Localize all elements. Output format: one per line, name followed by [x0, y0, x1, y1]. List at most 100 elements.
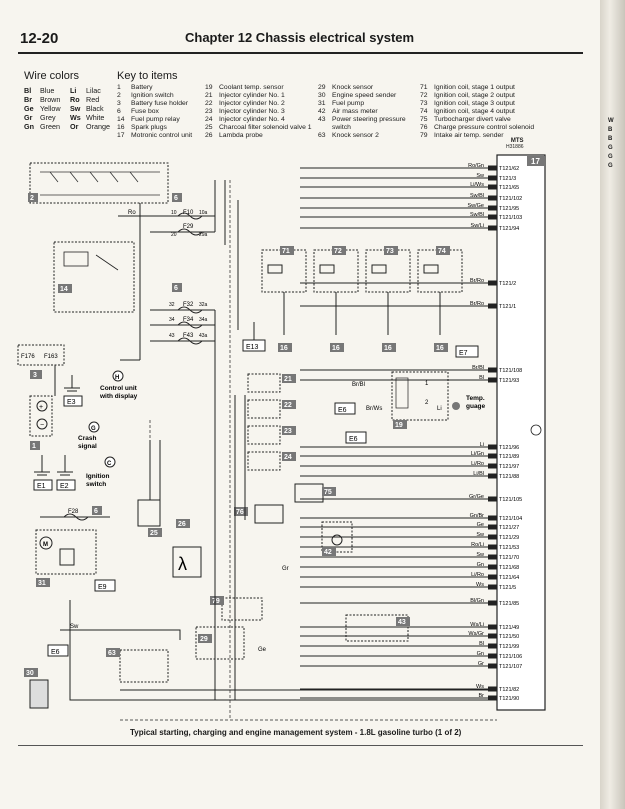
- airmass-label: 42: [324, 549, 332, 556]
- connector-pin-label: T121/105: [499, 497, 522, 503]
- connector-pin-label: T121/94: [499, 226, 519, 232]
- connector-pin-icon: [488, 367, 497, 373]
- speed-label: 30: [26, 670, 34, 677]
- wire-color-label: Gr/Ge: [469, 494, 484, 500]
- book-spine: [600, 0, 625, 809]
- spark-plug-icon: [434, 343, 448, 352]
- connector-pin-label: T121/96: [499, 445, 519, 451]
- connector-pin-label: T121/102: [499, 196, 522, 202]
- knock-sensor-2-box: [119, 649, 169, 683]
- connector-pin-label: T121/62: [499, 166, 519, 172]
- wire-color-label: Br/Bl: [472, 365, 484, 371]
- key-item-text: Fuel pump: [332, 100, 365, 107]
- ground-e6c-label: E6: [51, 649, 60, 656]
- wire-color-code: Li: [70, 86, 77, 95]
- fusebox2-label: 6: [174, 285, 178, 292]
- key-item-number: 17: [117, 132, 125, 139]
- fuse-f10-group: F10 10 10a Ro: [118, 210, 215, 220]
- fuse-f43-term-b: 43a: [199, 333, 208, 339]
- fusebox-label: 6: [174, 195, 178, 202]
- key-item-text: Coolant temp. sensor: [219, 84, 284, 91]
- fuse-f32-term-b: 32a: [199, 302, 208, 308]
- connector-pin-label: T121/88: [499, 474, 519, 480]
- key-item-text: Turbocharger divert valve: [434, 116, 511, 123]
- fusebox-label-bg: [172, 193, 182, 202]
- connector-pin-icon: [488, 214, 497, 220]
- diagram-caption: Typical starting, charging and engine ma…: [130, 728, 462, 737]
- fuse-f10-label: F10: [183, 210, 194, 216]
- key-item-number: 29: [318, 84, 326, 91]
- mts-line2: H31886: [506, 144, 524, 150]
- letter-g: G: [91, 426, 96, 432]
- connector-pin-label: T121/64: [499, 575, 519, 581]
- speed-label-bg: [24, 668, 38, 677]
- bottom-rule: [18, 745, 583, 746]
- key-item-number: 25: [205, 124, 213, 131]
- key-title: Key to items: [117, 70, 178, 82]
- sw-wire-label: Sw: [70, 624, 79, 630]
- connector-pin-icon: [488, 377, 497, 383]
- injector-label: 24: [284, 454, 292, 461]
- injector-label: 21: [284, 376, 292, 383]
- connector-pin-icon: [488, 643, 497, 649]
- battery-label-bg: [30, 441, 40, 450]
- key-item-number: 1: [117, 84, 121, 91]
- wire-color-label: Sw: [476, 532, 484, 538]
- connector-pin-icon: [488, 496, 497, 502]
- wire-color-code: Sw: [70, 104, 81, 113]
- divert-label: 75: [324, 489, 332, 496]
- ground-e6-box: [455, 345, 479, 358]
- key-item-number: 73: [420, 100, 428, 107]
- ground-e6-label: E7: [459, 350, 468, 357]
- wire-color-label: Gr: [478, 661, 484, 667]
- wire-color-label: Sw/Bl: [470, 193, 484, 199]
- header-rule: [18, 52, 583, 54]
- ecu-label-bg: [527, 156, 545, 166]
- ground-e13-label: E13: [246, 344, 259, 351]
- brbl-label: Br/Bl: [352, 382, 365, 388]
- spine-letter: G: [608, 145, 613, 151]
- knock2-label: 63: [108, 650, 116, 657]
- spine-letter: W: [608, 118, 614, 124]
- coil-label: 72: [334, 248, 342, 255]
- ground-e1-icon: [33, 455, 53, 491]
- injector-icon: [247, 451, 281, 471]
- connector-pin-icon: [488, 534, 497, 540]
- spine-letter: B: [608, 127, 613, 133]
- key-item-text: Injector cylinder No. 1: [219, 92, 285, 99]
- lambda-label: 26: [178, 521, 186, 528]
- key-item-number: 6: [117, 108, 121, 115]
- wire-color-code: Or: [70, 122, 79, 131]
- connector-pin-icon: [488, 444, 497, 450]
- fuse-f34-term-a: 34: [169, 317, 175, 323]
- connector-pin-icon: [488, 463, 497, 469]
- connector-pin-label: T121/97: [499, 464, 519, 470]
- injector-icon: [247, 373, 281, 393]
- battery-label: 1: [32, 443, 36, 450]
- relay-coil-icon: [63, 251, 89, 267]
- key-item-number: 43: [318, 116, 326, 123]
- charge-label-bg: [234, 507, 248, 516]
- key-item-number: 42: [318, 108, 326, 115]
- connector-pin-label: T121/104: [499, 516, 522, 522]
- wire-color-label: Gn: [477, 651, 484, 657]
- lambda-label-bg: [176, 519, 190, 528]
- injector-icon: [247, 425, 281, 445]
- key-item-text: Spark plugs: [131, 124, 167, 131]
- main-wire-harness: [54, 180, 497, 701]
- ground-e9-box: [94, 579, 116, 592]
